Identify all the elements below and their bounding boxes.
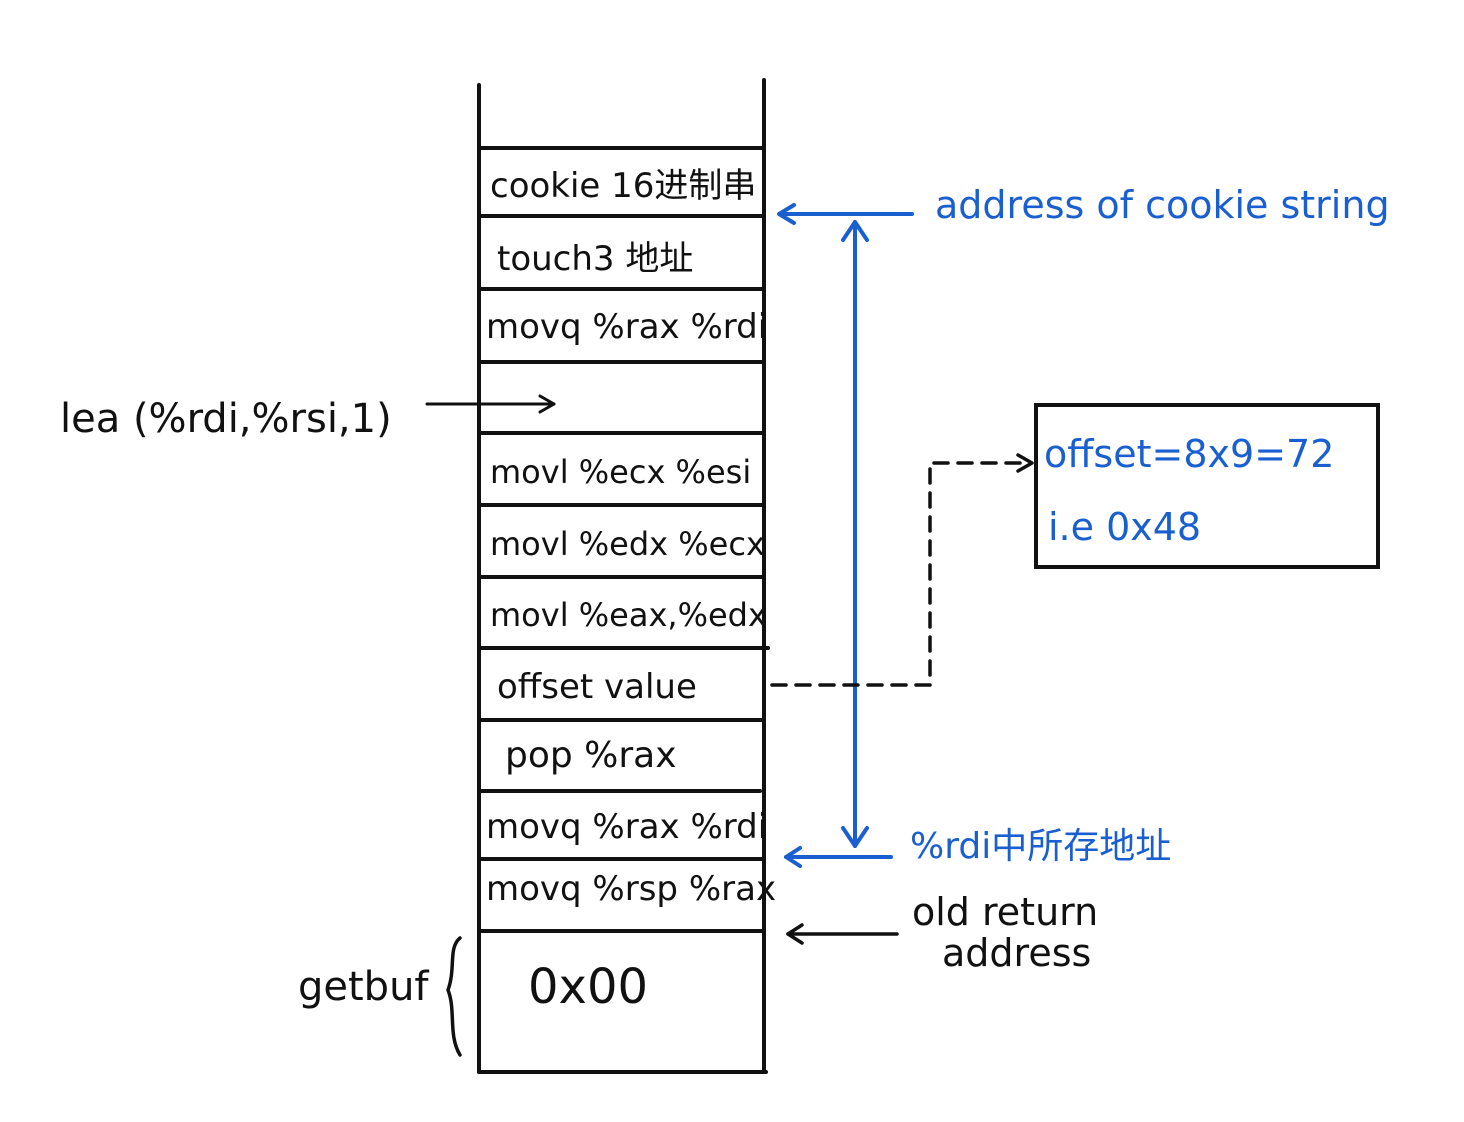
offset-dashed-arrow-head	[1016, 453, 1034, 473]
cookie-address-arrow-head	[777, 203, 796, 225]
stack-cell-movq-rax-rdi-top: movq %rax %rdi	[486, 307, 767, 347]
offset-span-arrow-head-bottom	[841, 826, 869, 848]
old-return-label-line2: address	[942, 931, 1091, 975]
old-return-arrow-head	[786, 923, 804, 945]
getbuf-label: getbuf	[298, 964, 429, 1010]
stack-cell-pop-rax: pop %rax	[505, 735, 677, 776]
rdi-address-label: %rdi中所存地址	[910, 826, 1171, 867]
getbuf-brace	[446, 936, 462, 1057]
lea-arrow-head	[538, 394, 556, 414]
getbuf-value: 0x00	[528, 959, 648, 1015]
offset-box-line2: i.e 0x48	[1048, 505, 1201, 549]
stack-cell-movl-eax-edx: movl %eax,%edx	[490, 596, 767, 634]
stack-cell-movl-ecx-esi: movl %ecx %esi	[490, 453, 751, 491]
cookie-address-label: address of cookie string	[935, 183, 1390, 227]
offset-dashed-connector	[770, 461, 1032, 687]
stack-cell-movl-edx-ecx: movl %edx %ecx	[490, 525, 765, 563]
stack-cell-movq-rsp-rax: movq %rsp %rax	[486, 869, 776, 909]
lea-label: lea (%rdi,%rsi,1)	[60, 396, 392, 442]
stack-cell-cookie: cookie 16进制串	[490, 166, 756, 206]
old-return-label-line1: old return	[912, 890, 1098, 934]
stack-cell-dividers	[479, 146, 770, 933]
offset-span-arrow-head-top	[841, 220, 869, 242]
stack-cell-movq-rax-rdi: movq %rax %rdi	[486, 807, 767, 847]
rdi-address-arrow-head	[784, 846, 802, 868]
offset-box	[1034, 403, 1380, 569]
offset-box-line1: offset=8x9=72	[1044, 432, 1334, 476]
stack-cell-labels: cookie 16进制串 touch3 地址 movq %rax %rdi mo…	[486, 166, 776, 1015]
stack-cell-offset-value: offset value	[497, 667, 697, 707]
stack-cell-touch3: touch3 地址	[497, 239, 693, 279]
